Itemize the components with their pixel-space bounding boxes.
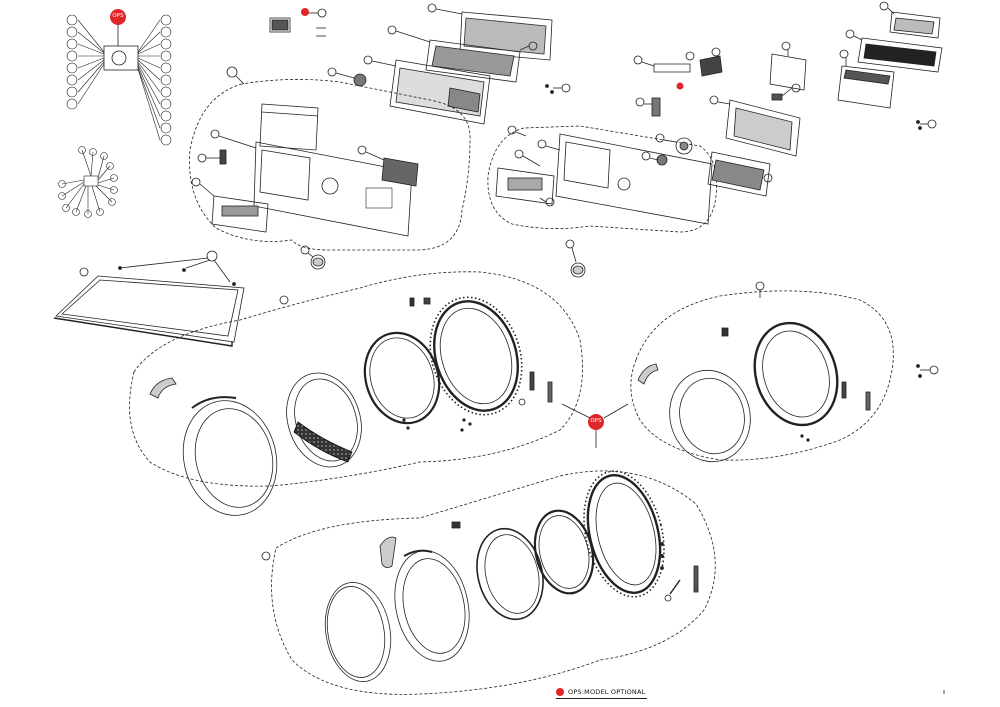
- top-glass-panel: [53, 250, 245, 347]
- knob-part-2: [565, 239, 586, 278]
- pcb-assembly-top: [327, 3, 571, 125]
- label-key-block: [66, 14, 172, 146]
- ops-legend: OPS:MODEL OPTIONAL: [556, 686, 648, 699]
- ops-badge-center: [561, 403, 629, 448]
- control-panel-group-left: [189, 66, 471, 251]
- top-small-parts: [269, 8, 327, 37]
- door-assembly-bottom: [261, 470, 716, 695]
- right-top-parts: [633, 41, 807, 197]
- ops-badge-label-center: OPS: [590, 418, 602, 424]
- knob-part: [300, 245, 326, 270]
- ops-markers: [110, 8, 684, 90]
- ops-badge-label-topleft: OPS: [112, 13, 124, 19]
- control-panel-group-middle: [487, 125, 718, 233]
- label-starburst: [58, 146, 118, 218]
- door-assembly-right: [630, 281, 939, 463]
- ops-legend-text: OPS:MODEL OPTIONAL: [568, 688, 646, 696]
- ops-legend-dot: [556, 688, 564, 696]
- far-right-panels: [837, 1, 943, 130]
- door-assembly-main: [129, 271, 583, 516]
